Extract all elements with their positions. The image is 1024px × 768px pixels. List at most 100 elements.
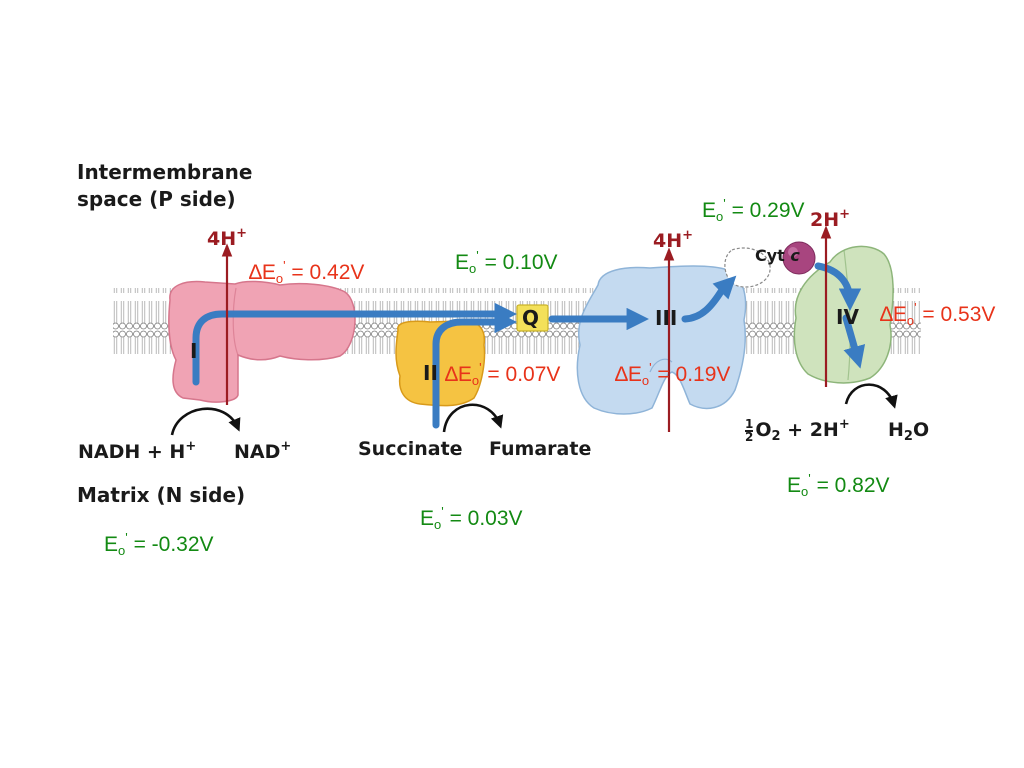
fraction-numerator: 1 <box>745 416 754 431</box>
delta-symbol: ∆E <box>880 303 907 326</box>
potential-cyt-c: Eo' = 0.29V <box>702 197 805 223</box>
nadh-charge: + <box>185 439 197 454</box>
quinone-box <box>516 304 549 332</box>
proton-count-I: 4H <box>207 228 237 250</box>
cytochrome-c <box>782 241 816 275</box>
reaction-curves <box>170 383 898 436</box>
potential-prime: ' <box>125 530 128 545</box>
potential-symbol: E <box>455 251 470 274</box>
space-title-line2: space (P side) <box>77 187 236 211</box>
proton-pump-arrows <box>221 225 832 432</box>
potential-sub: o <box>469 261 477 276</box>
nad-charge: + <box>280 439 292 454</box>
potential-sub: o <box>118 543 126 558</box>
delta-potential-III: ∆Eo' = 0.19V <box>615 361 730 387</box>
potential-q: Eo' = 0.10V <box>455 249 558 275</box>
potential-sub: o <box>716 209 724 224</box>
delta-potential-II: ∆Eo' = 0.07V <box>445 361 560 387</box>
delta-sub: o <box>275 271 284 286</box>
delta-symbol: ∆E <box>249 261 276 284</box>
electron-flow-arrows <box>192 262 866 429</box>
nadh-label: NADH + H+ <box>78 440 196 462</box>
delta-prime: ' <box>914 300 917 315</box>
intermembrane-space-label: Intermembrane space (P side) <box>77 162 252 209</box>
nadh-reaction-arrow <box>170 407 241 436</box>
quinone-label: Q <box>522 306 540 330</box>
delta-symbol: ∆E <box>445 363 472 386</box>
potential-sub: o <box>434 517 442 532</box>
potential-value: = 0.10V <box>478 251 558 274</box>
potential-value: = 0.82V <box>810 474 890 497</box>
proton-charge-I: + <box>236 226 248 241</box>
cyt-c-label: Cyt c <box>755 248 800 264</box>
matrix-label: Matrix (N side) <box>77 483 246 507</box>
potential-nadh: Eo' = -0.32V <box>104 531 214 557</box>
proton-label-I: 4H+ <box>207 227 247 249</box>
fraction-denominator: 2 <box>745 429 754 444</box>
complex-III <box>576 247 771 415</box>
potential-symbol: E <box>420 507 435 530</box>
water-h: H <box>888 419 904 441</box>
delta-potential-I: ∆Eo' = 0.42V <box>249 259 364 285</box>
complex-II <box>395 320 486 407</box>
delta-sub: o <box>641 373 650 388</box>
arrow-III-to-cytc <box>681 275 737 323</box>
delta-prime: ' <box>479 360 482 375</box>
arrow-IV-to-O2 <box>842 314 866 369</box>
fumarate-label: Fumarate <box>489 438 592 460</box>
water-label: H2O <box>888 419 930 444</box>
delta-value: = 0.53V <box>916 303 996 326</box>
succinate-label: Succinate <box>358 438 463 460</box>
delta-potential-IV: ∆Eo' = 0.53V <box>880 301 995 327</box>
potential-oxygen: Eo' = 0.82V <box>787 472 890 498</box>
nadh-text: NADH + H <box>78 441 186 463</box>
arrow-cytc-to-IV <box>814 262 862 311</box>
proton-charge-III: + <box>682 228 694 243</box>
cyt-c-italic: c <box>790 246 800 265</box>
complex-II-label: II <box>423 361 438 385</box>
potential-prime: ' <box>723 196 726 211</box>
potential-prime: ' <box>808 471 811 486</box>
proton-charge-IV: + <box>839 207 851 222</box>
cyt-c-prefix: Cyt <box>755 246 785 265</box>
delta-sub: o <box>906 313 915 328</box>
proton-count-IV: 2H <box>810 209 840 231</box>
delta-value: = 0.42V <box>285 261 365 284</box>
potential-prime: ' <box>476 248 479 263</box>
potential-value: = 0.03V <box>443 507 523 530</box>
potential-sub: o <box>801 484 809 499</box>
potential-prime: ' <box>441 504 444 519</box>
delta-value: = 0.19V <box>651 363 731 386</box>
oxygen-subscript: 2 <box>771 429 781 444</box>
proton-count-III: 4H <box>653 230 683 252</box>
oxygen-reaction-arrow <box>844 383 898 409</box>
complex-III-label: III <box>655 306 678 330</box>
water-o: O <box>912 419 930 441</box>
delta-prime: ' <box>649 360 652 375</box>
delta-symbol: ∆E <box>615 363 642 386</box>
complex-IV-label: IV <box>836 305 859 329</box>
arrow-I-to-Q <box>192 302 517 386</box>
arrow-II-to-Q <box>432 310 517 429</box>
delta-prime: ' <box>283 258 286 273</box>
oxygen-proton-charge: + <box>838 417 850 432</box>
potential-value: = 0.29V <box>725 199 805 222</box>
proton-label-III: 4H+ <box>653 229 693 251</box>
potential-value: = -0.32V <box>127 533 214 556</box>
water-subscript: 2 <box>903 429 913 444</box>
delta-sub: o <box>471 373 480 388</box>
potential-symbol: E <box>702 199 717 222</box>
proton-label-IV: 2H+ <box>810 208 850 230</box>
potential-symbol: E <box>787 474 802 497</box>
potential-symbol: E <box>104 533 119 556</box>
succinate-reaction-arrow <box>442 403 504 433</box>
oxygen-symbol: O <box>755 419 772 441</box>
oxygen-protons: + 2H <box>780 419 839 441</box>
nad-label: NAD+ <box>234 440 291 462</box>
potential-succinate: Eo' = 0.03V <box>420 505 523 531</box>
space-title-line1: Intermembrane <box>77 160 253 184</box>
delta-value: = 0.07V <box>481 363 561 386</box>
